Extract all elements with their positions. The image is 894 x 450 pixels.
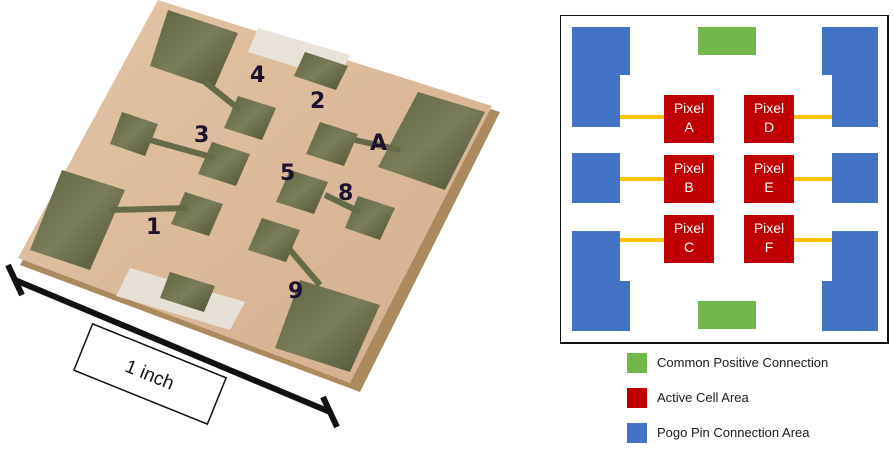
pixel-e: Pixel E bbox=[744, 155, 794, 203]
handwritten-mark: 8 bbox=[338, 181, 353, 206]
handwritten-mark: 3 bbox=[194, 123, 209, 148]
svg-text:F: F bbox=[765, 239, 774, 255]
legend-swatch-red bbox=[627, 388, 647, 408]
pixel-c: Pixel C bbox=[664, 215, 714, 263]
handwritten-mark: 2 bbox=[310, 89, 325, 114]
legend-label: Pogo Pin Connection Area bbox=[657, 425, 810, 440]
legend-label: Common Positive Connection bbox=[657, 355, 828, 370]
legend-swatch-green bbox=[627, 353, 647, 373]
handwritten-mark: 5 bbox=[280, 161, 295, 186]
svg-text:C: C bbox=[684, 239, 694, 255]
common-positive-bottom bbox=[698, 301, 756, 329]
legend-item-active-cell: Active Cell Area bbox=[627, 380, 887, 415]
svg-text:E: E bbox=[764, 179, 773, 195]
svg-text:D: D bbox=[764, 119, 774, 135]
device-photo: 4 2 3 A 5 8 1 9 1 inch bbox=[0, 0, 520, 445]
pogo-pad-mid-right bbox=[832, 153, 878, 203]
legend-item-common-positive: Common Positive Connection bbox=[627, 345, 887, 380]
common-positive-top bbox=[698, 27, 756, 55]
handwritten-mark: A bbox=[370, 131, 387, 156]
svg-text:Pixel: Pixel bbox=[674, 220, 704, 236]
legend: Common Positive Connection Active Cell A… bbox=[627, 345, 887, 450]
svg-text:Pixel: Pixel bbox=[674, 100, 704, 116]
pixel-f: Pixel F bbox=[744, 215, 794, 263]
svg-text:Pixel: Pixel bbox=[754, 220, 784, 236]
legend-label: Active Cell Area bbox=[657, 390, 749, 405]
pixel-d: Pixel D bbox=[744, 95, 794, 143]
handwritten-mark: 4 bbox=[250, 63, 265, 88]
svg-text:Pixel: Pixel bbox=[754, 100, 784, 116]
pixel-schematic: Pixel A Pixel D Pixel B Pixel E Pixel C … bbox=[560, 15, 890, 345]
svg-text:A: A bbox=[684, 119, 694, 135]
pogo-pad-mid-left bbox=[572, 153, 620, 203]
handwritten-mark: 1 bbox=[146, 215, 161, 240]
pixel-a: Pixel A bbox=[664, 95, 714, 143]
legend-swatch-blue bbox=[627, 423, 647, 443]
pixel-b: Pixel B bbox=[664, 155, 714, 203]
handwritten-mark: 9 bbox=[288, 279, 303, 304]
svg-text:Pixel: Pixel bbox=[754, 160, 784, 176]
svg-text:Pixel: Pixel bbox=[674, 160, 704, 176]
svg-text:B: B bbox=[684, 179, 693, 195]
